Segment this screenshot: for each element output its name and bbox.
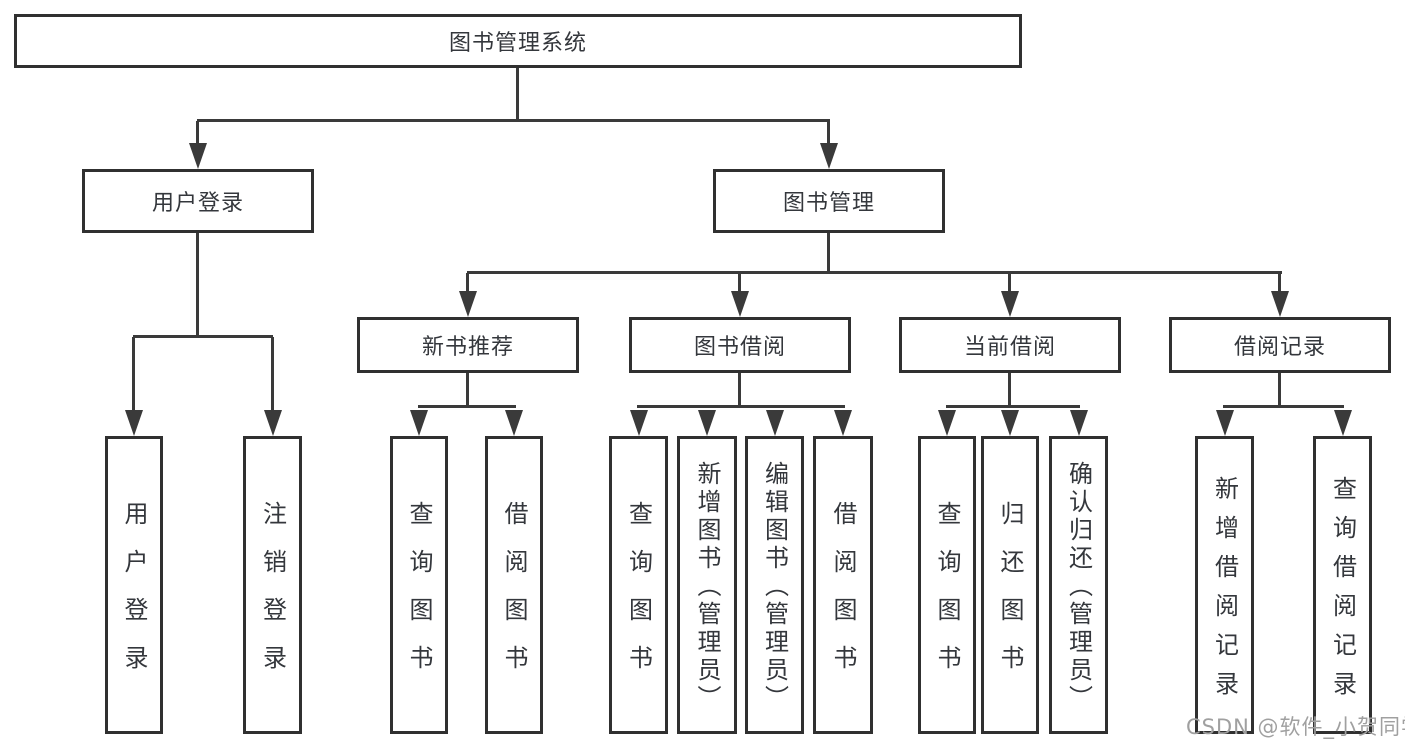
node-new-book-rec: 新书推荐 bbox=[357, 317, 579, 373]
leaf-return-book-label: 归还图书 bbox=[996, 501, 1024, 693]
arrowhead-icon bbox=[731, 291, 749, 317]
leaf-edit-book-admin-label: 编辑图书（管理员） bbox=[760, 461, 789, 713]
arrowhead-icon bbox=[698, 410, 716, 436]
node-current-borrow: 当前借阅 bbox=[899, 317, 1121, 373]
leaf-query-borrow-record: 查询借阅记录 bbox=[1313, 436, 1372, 734]
leaf-logout: 注销登录 bbox=[243, 436, 302, 734]
leaf-user-login: 用户登录 bbox=[105, 436, 163, 734]
leaf-borrow-book-1: 借阅图书 bbox=[485, 436, 543, 734]
connector-line bbox=[1278, 273, 1281, 293]
leaf-add-book-admin-label: 新增图书（管理员） bbox=[693, 461, 721, 713]
connector-line bbox=[197, 119, 830, 122]
connector-line bbox=[196, 233, 199, 337]
arrowhead-icon bbox=[1001, 410, 1019, 436]
node-book-mgmt-label: 图书管理 bbox=[782, 191, 875, 216]
arrowhead-icon bbox=[410, 410, 428, 436]
leaf-query-book-1-label: 查询图书 bbox=[405, 501, 433, 693]
connector-line bbox=[637, 405, 845, 408]
leaf-query-book-2: 查询图书 bbox=[609, 436, 668, 734]
arrowhead-icon bbox=[938, 410, 956, 436]
connector-line bbox=[133, 335, 273, 338]
leaf-add-borrow-record-label: 新增借阅记录 bbox=[1210, 475, 1239, 710]
leaf-query-borrow-record-label: 查询借阅记录 bbox=[1328, 475, 1357, 710]
node-current-borrow-label: 当前借阅 bbox=[963, 335, 1056, 360]
leaf-query-book-1: 查询图书 bbox=[390, 436, 448, 734]
leaf-borrow-book-2-label: 借阅图书 bbox=[829, 501, 857, 693]
arrowhead-icon bbox=[834, 410, 852, 436]
node-user-login-label: 用户登录 bbox=[151, 191, 244, 216]
arrowhead-icon bbox=[1001, 291, 1019, 317]
leaf-confirm-return-admin: 确认归还（管理员） bbox=[1049, 436, 1108, 734]
leaf-query-book-3: 查询图书 bbox=[918, 436, 976, 734]
node-new-book-rec-label: 新书推荐 bbox=[421, 335, 514, 360]
arrowhead-icon bbox=[264, 410, 282, 436]
arrowhead-icon bbox=[1070, 410, 1088, 436]
connector-line bbox=[516, 68, 519, 121]
leaf-confirm-return-admin-label: 确认归还（管理员） bbox=[1064, 461, 1093, 713]
arrowhead-icon bbox=[125, 410, 143, 436]
leaf-return-book: 归还图书 bbox=[981, 436, 1039, 734]
node-book-borrow-label: 图书借阅 bbox=[693, 335, 786, 360]
connector-line bbox=[738, 273, 741, 293]
connector-line bbox=[467, 271, 1282, 274]
watermark: CSDN @软件_小贺同学 bbox=[1186, 715, 1405, 739]
connector-line bbox=[1008, 273, 1011, 293]
leaf-borrow-book-1-label: 借阅图书 bbox=[500, 501, 528, 693]
node-borrow-records-label: 借阅记录 bbox=[1233, 335, 1326, 360]
connector-line bbox=[1008, 373, 1011, 407]
connector-line bbox=[418, 405, 516, 408]
leaf-user-login-label: 用户登录 bbox=[120, 501, 148, 693]
leaf-edit-book-admin: 编辑图书（管理员） bbox=[745, 436, 804, 734]
node-root-label: 图书管理系统 bbox=[448, 31, 587, 56]
leaf-borrow-book-2: 借阅图书 bbox=[813, 436, 873, 734]
connector-line bbox=[1278, 373, 1281, 407]
node-borrow-records: 借阅记录 bbox=[1169, 317, 1391, 373]
connector-line bbox=[827, 233, 830, 273]
leaf-add-borrow-record: 新增借阅记录 bbox=[1195, 436, 1254, 734]
node-user-login: 用户登录 bbox=[82, 169, 314, 233]
arrowhead-icon bbox=[630, 410, 648, 436]
connector-line bbox=[132, 337, 135, 411]
connector-line bbox=[827, 121, 830, 145]
node-root: 图书管理系统 bbox=[14, 14, 1022, 68]
connector-line bbox=[1223, 405, 1344, 408]
arrowhead-icon bbox=[505, 410, 523, 436]
arrowhead-icon bbox=[1334, 410, 1352, 436]
arrowhead-icon bbox=[459, 291, 477, 317]
connector-line bbox=[466, 373, 469, 407]
arrowhead-icon bbox=[1216, 410, 1234, 436]
connector-line bbox=[946, 405, 1080, 408]
arrowhead-icon bbox=[820, 143, 838, 169]
arrowhead-icon bbox=[189, 143, 207, 169]
arrowhead-icon bbox=[1271, 291, 1289, 317]
leaf-query-book-3-label: 查询图书 bbox=[933, 501, 961, 693]
node-book-borrow: 图书借阅 bbox=[629, 317, 851, 373]
connector-line bbox=[466, 273, 469, 293]
connector-line bbox=[271, 337, 274, 411]
connector-line bbox=[196, 121, 199, 145]
connector-line bbox=[738, 373, 741, 407]
arrowhead-icon bbox=[766, 410, 784, 436]
leaf-query-book-2-label: 查询图书 bbox=[624, 501, 653, 693]
leaf-add-book-admin: 新增图书（管理员） bbox=[677, 436, 737, 734]
node-book-mgmt: 图书管理 bbox=[713, 169, 945, 233]
leaf-logout-label: 注销登录 bbox=[258, 501, 287, 693]
